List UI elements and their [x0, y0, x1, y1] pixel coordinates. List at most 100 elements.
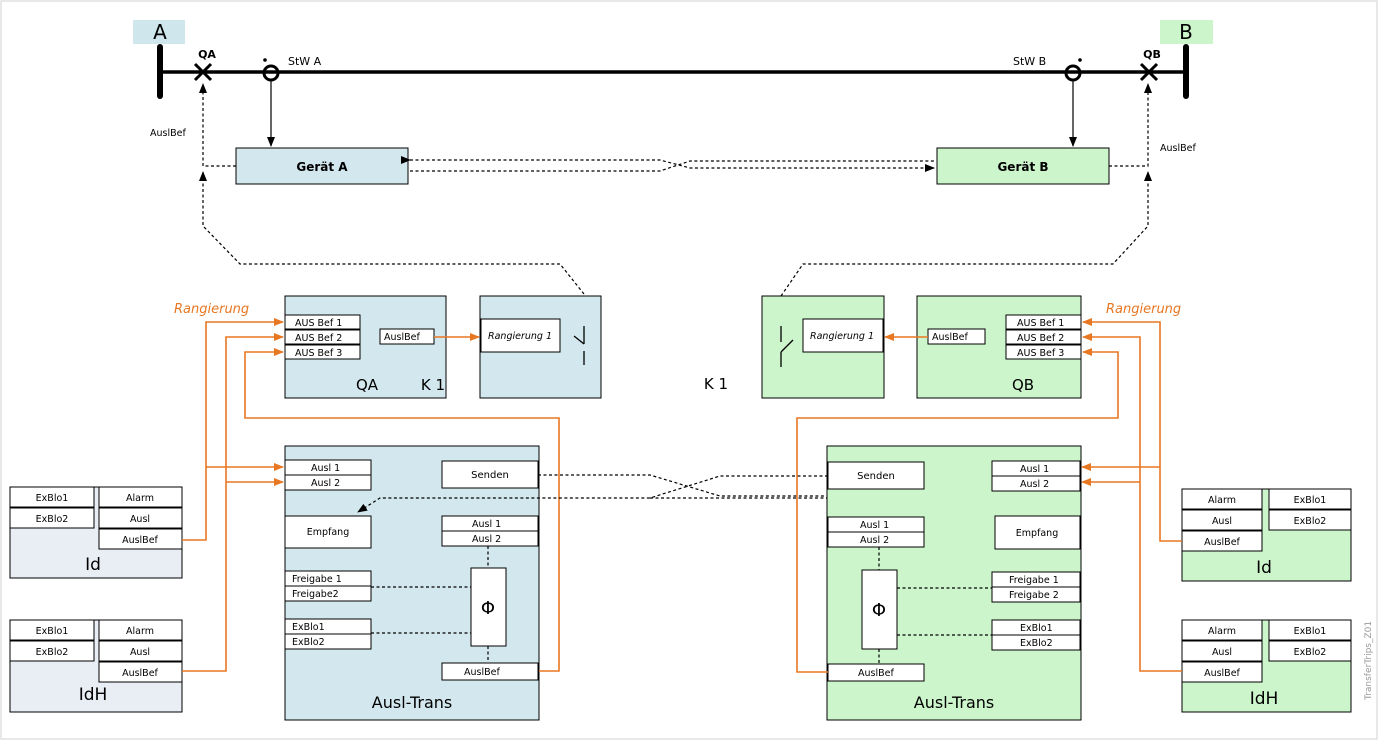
rangierung-b-label: Rangierung 1 [810, 331, 874, 342]
id-b-output-1-label: Alarm [1208, 495, 1236, 506]
device-b [936, 147, 1110, 185]
id-a-output-3 [98, 528, 183, 550]
qb-output-label: AuslBef [932, 332, 968, 343]
qa-label: QA [198, 48, 216, 61]
relay-contact-b-icon [780, 326, 794, 367]
rangierung-right-label: Rangierung [1106, 302, 1181, 317]
trans-b-input-2-label: Ausl 2 [1020, 479, 1049, 490]
qa-output-label: AuslBef [384, 332, 420, 343]
trans-a-exblo-1-label: ExBlo1 [292, 622, 325, 633]
id-a-output-1-label: Alarm [126, 493, 154, 504]
qa-input-3 [284, 344, 361, 360]
route-id-b-to-qb [1082, 318, 1182, 542]
trans-a-empfang-label: Empfang [307, 527, 350, 538]
trans-b-exblo-1-label: ExBlo1 [1020, 623, 1053, 634]
trans-b-ausl-2 [827, 531, 925, 548]
trans-a-freigabe-2-label: Freigabe2 [292, 589, 339, 600]
trans-b-freigabe-2-label: Freigabe 2 [1009, 590, 1059, 601]
trans-b-senden [827, 461, 925, 490]
id-a-output-2-label: Ausl [130, 514, 150, 525]
relay-contact-a-icon [573, 326, 585, 365]
bus-b-label: B [1179, 20, 1193, 44]
qa-block-title: QA [356, 376, 379, 394]
trans-a-phi-block [470, 567, 507, 647]
id-b-exblo-2-label: ExBlo2 [1294, 516, 1327, 527]
ausl-trans-b-title: Ausl-Trans [914, 693, 994, 712]
trans-a-exblo-2-label: ExBlo2 [292, 637, 325, 648]
idh-b-output-2-label: Ausl [1212, 647, 1232, 658]
idh-b-exblo-2 [1268, 640, 1352, 662]
bus-b-label-bg [1160, 20, 1213, 44]
trans-a-freigabe-1-label: Freigabe 1 [292, 574, 342, 585]
bus-a-label-bg [133, 20, 185, 44]
route-id-a-to-qa [182, 318, 284, 541]
id-a-output-2 [98, 507, 183, 529]
trans-a-exblo-2 [284, 633, 372, 650]
relay-b-path [780, 171, 1152, 297]
trans-a-senden-label: Senden [471, 470, 509, 481]
qa-input-1-label: AUS Bef 1 [295, 318, 342, 329]
trans-a-input-2 [284, 474, 372, 491]
id-a-title: Id [85, 555, 101, 575]
trans-b-ausl-1-label: Ausl 1 [860, 520, 889, 531]
route-trans-b-to-qb [796, 348, 1119, 673]
trans-b-input-1-label: Ausl 1 [1020, 464, 1049, 475]
trans-b-exblo-2-label: ExBlo2 [1020, 638, 1053, 649]
trans-b-ausl-2-label: Ausl 2 [860, 535, 889, 546]
idh-b-exblo-2-label: ExBlo2 [1294, 647, 1327, 658]
trans-b-empfang-label: Empfang [1016, 528, 1059, 539]
idh-a-output-3-label: AuslBef [122, 668, 158, 679]
idh-a-output-2 [98, 640, 183, 662]
trans-b-phi: Φ [872, 600, 886, 621]
trans-a-ausl-2 [441, 530, 539, 547]
ct-a-icon [262, 58, 280, 82]
trans-b-senden-label: Senden [857, 471, 895, 482]
idh-a-exblo-2-label: ExBlo2 [36, 647, 69, 658]
idh-a-output-1-label: Alarm [126, 626, 154, 637]
idh-b-output-1 [1181, 619, 1263, 641]
qa-input-2 [284, 329, 361, 345]
trans-a-freigabe-2 [284, 585, 372, 602]
idh-b-exblo-1 [1268, 619, 1352, 641]
trans-a-input-1-label: Ausl 1 [311, 463, 340, 474]
qa-input-3-label: AUS Bef 3 [295, 348, 342, 359]
qb-label: QB [1143, 48, 1161, 61]
figure-id: TransferTrips_Z01 [1364, 621, 1374, 701]
trans-b-freigabe-2 [991, 586, 1081, 603]
qb-input-2 [1005, 329, 1082, 345]
ct-b-icon [1064, 58, 1082, 82]
trans-b-freigabe-1-label: Freigabe 1 [1009, 575, 1059, 586]
center-k-label: K 1 [704, 375, 728, 393]
qb-input-1 [1005, 314, 1082, 330]
trip-qb-path [1109, 83, 1152, 167]
trans-a-ausl-1-label: Ausl 1 [472, 519, 501, 530]
trans-a-input-2-label: Ausl 2 [311, 478, 340, 489]
idh-a-output-1 [98, 619, 183, 641]
idh-b-exblo-1-label: ExBlo1 [1294, 626, 1327, 637]
trans-a-senden [441, 460, 539, 489]
relay-a-path [199, 171, 585, 295]
idh-b-output-3 [1181, 661, 1263, 683]
idh-a-exblo-1 [9, 619, 95, 641]
idh-a-output-3 [98, 661, 183, 683]
route-idh-b-to-qb [1082, 333, 1182, 672]
qb-input-3 [1005, 344, 1082, 360]
auslbef-right-label: AuslBef [1160, 143, 1196, 154]
breaker-qb-icon [1139, 62, 1159, 82]
rangierung-a-label: Rangierung 1 [488, 331, 552, 342]
device-a-label: Gerät A [296, 160, 348, 174]
route-idh-a-to-qa [182, 333, 284, 672]
bus-a-label: A [153, 20, 167, 44]
stw-a-label: StW A [288, 55, 322, 68]
id-b-title: Id [1256, 558, 1272, 578]
idh-b-output-2 [1181, 640, 1263, 662]
id-a-exblo-1-label: ExBlo1 [36, 493, 69, 504]
idh-a-exblo-1-label: ExBlo1 [36, 626, 69, 637]
rangierung-left-label: Rangierung [174, 302, 249, 317]
comm-link-upper [401, 156, 935, 172]
qa-block-k: K 1 [421, 376, 445, 394]
id-b-exblo-1-label: ExBlo1 [1294, 495, 1327, 506]
qb-block-title: QB [1012, 376, 1034, 394]
trans-b-phi-block [861, 569, 898, 650]
